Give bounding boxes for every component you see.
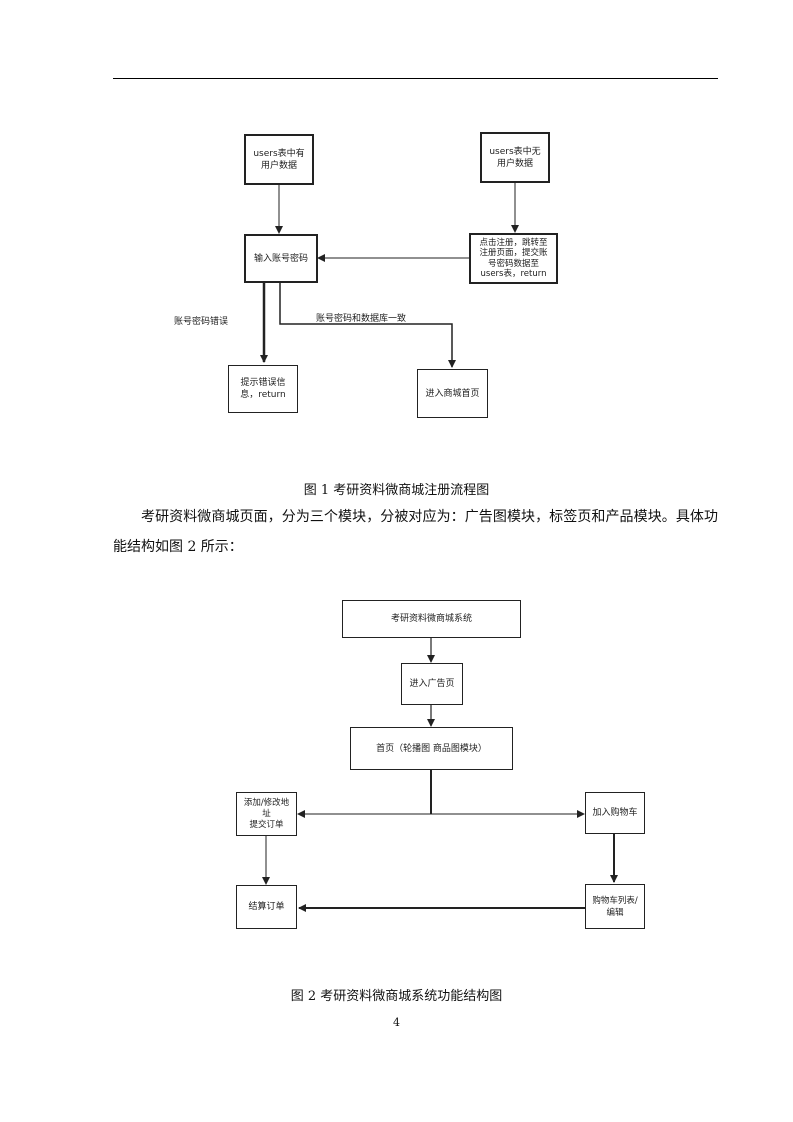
label-password-match: 账号密码和数据库一致 [316, 314, 407, 324]
checkout-box: 结算订单 [236, 885, 297, 929]
add-cart-box: 加入购物车 [585, 792, 645, 834]
system-text: 考研资料微商城系统 [390, 614, 472, 624]
cart-list-box: 购物车列表/编辑 [585, 884, 645, 929]
users-has-data-box: users表中有 用户数据 [244, 134, 314, 185]
enter-home-text: 进入商城首页 [425, 388, 480, 399]
page-number: 4 [393, 1016, 400, 1029]
add-cart-text: 加入购物车 [592, 808, 638, 818]
arrow-input-to-home [279, 283, 456, 368]
input-account-box: 输入账号密码 [244, 234, 318, 283]
figure2-caption: 图 2 考研资料微商城系统功能结构图 [290, 989, 503, 1004]
input-account-text: 输入账号密码 [253, 253, 308, 264]
body-paragraph: 考研资料微商城页面，分为三个模块，分被对应为：广告图模块，标签页和产品模块。具体… [113, 509, 718, 555]
error-message-box: 提示错误信 息，return [228, 365, 298, 413]
enter-home-box: 进入商城首页 [417, 369, 488, 418]
add-address-box: 添加/修改地址 提交订单 [236, 792, 297, 836]
ad-page-text: 进入广告页 [409, 679, 455, 689]
register-text: 点击注册，跳转至 注册页面，提交账 号密码数据至 users表，return [479, 237, 548, 280]
users-no-data-box: users表中无 用户数据 [480, 132, 550, 183]
error-message-text: 提示错误信 息，return [240, 378, 286, 400]
home-page-text: 首页（轮播图 商品图模块） [376, 743, 487, 754]
home-page-box: 首页（轮播图 商品图模块） [350, 727, 513, 770]
system-box: 考研资料微商城系统 [342, 600, 521, 638]
label-wrong-password: 账号密码错误 [174, 317, 229, 327]
figure1-caption: 图 1 考研资料微商城注册流程图 [303, 483, 490, 498]
register-box: 点击注册，跳转至 注册页面，提交账 号密码数据至 users表，return [469, 233, 558, 284]
checkout-text: 结算订单 [248, 902, 285, 912]
users-no-data-text: users表中无 用户数据 [489, 146, 541, 169]
ad-page-box: 进入广告页 [401, 663, 463, 705]
users-has-data-text: users表中有 用户数据 [253, 148, 305, 171]
add-address-text: 添加/修改地址 提交订单 [243, 797, 290, 830]
cart-list-text: 购物车列表/编辑 [592, 895, 638, 918]
header-rule [113, 78, 718, 79]
